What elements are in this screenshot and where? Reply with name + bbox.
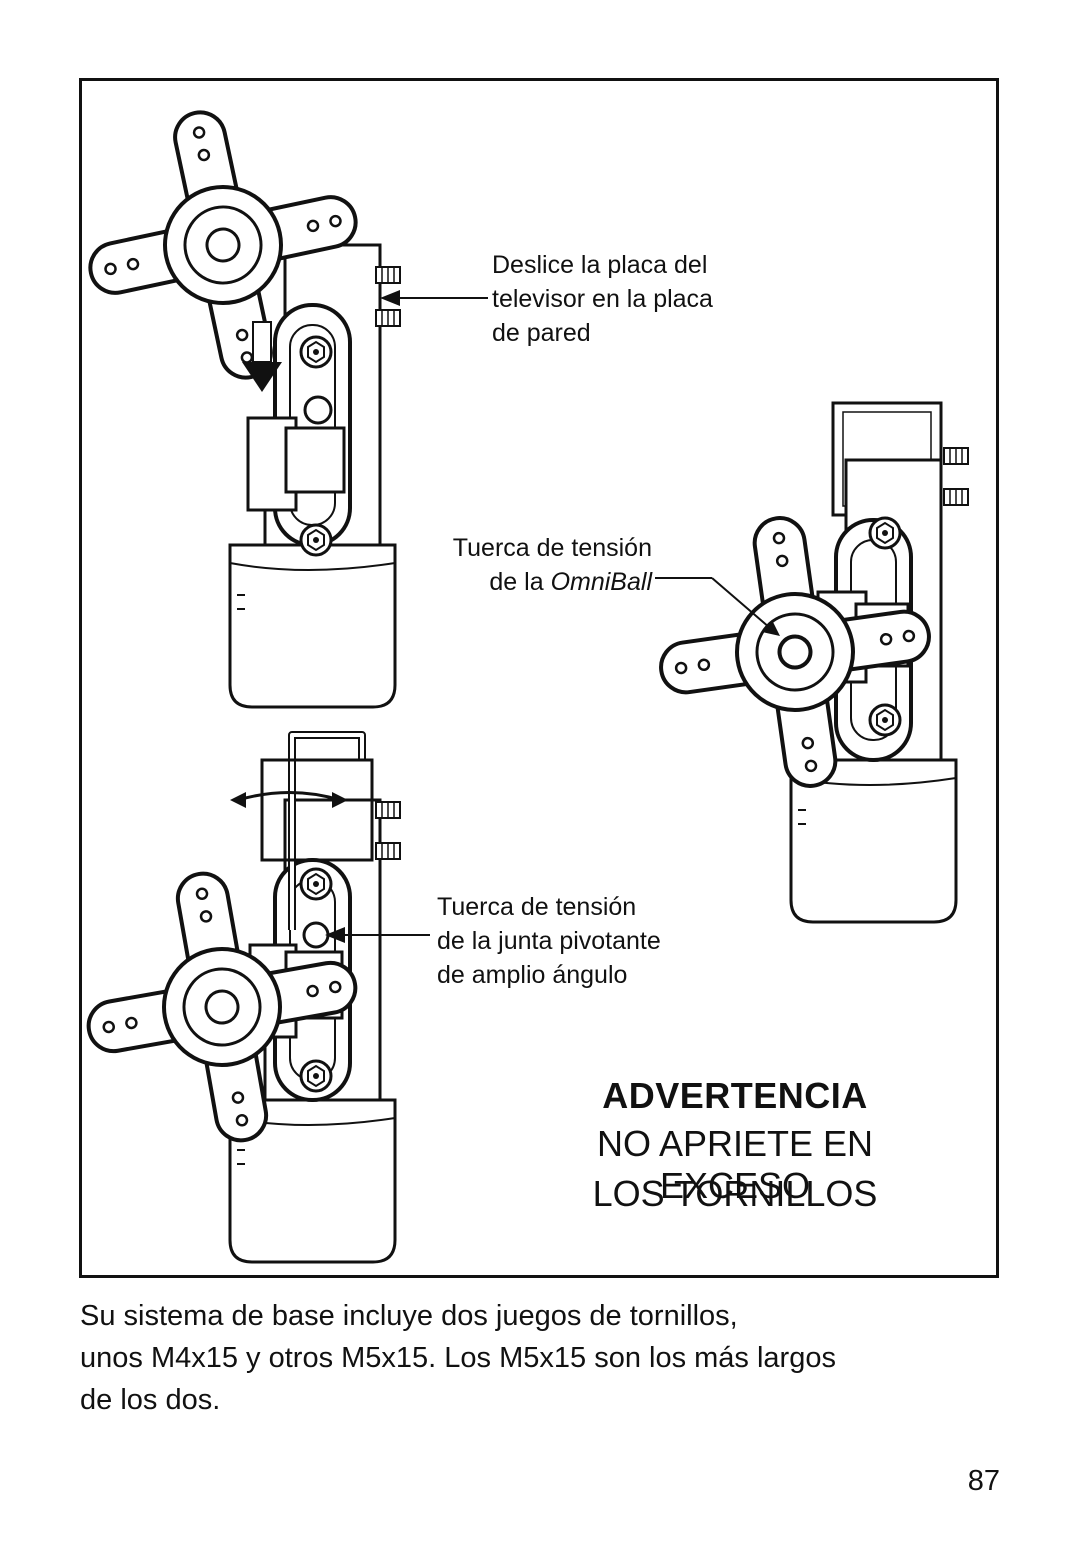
slide-callout-line-2: televisor en la placa: [492, 285, 713, 313]
omniball-brand: OmniBall: [550, 568, 652, 596]
pivot-callout-line-2: de la junta pivotante: [437, 927, 661, 955]
slide-callout: Deslice la placa del televisor en la pla…: [492, 248, 713, 350]
warning-line-1: NO APRIETE EN EXCESO: [596, 1123, 874, 1206]
pivot-callout: Tuerca de tensión de la junta pivotante …: [437, 890, 661, 992]
slide-diagram: [60, 82, 488, 709]
omniball-callout-prefix: de la: [489, 568, 551, 596]
slide-callout-line-1: Deslice la placa del: [492, 251, 708, 279]
warning-title: ADVERTENCIA: [602, 1075, 868, 1116]
pivot-diagram: [63, 731, 430, 1264]
illustration-frame: [79, 78, 999, 1278]
page-number: 87: [967, 1465, 1000, 1497]
body-paragraph: Su sistema de base incluye dos juegos de…: [80, 1295, 1020, 1421]
pivot-callout-line-3: de amplio ángulo: [437, 961, 628, 989]
body-line-3: de los dos.: [80, 1384, 221, 1416]
body-line-2: unos M4x15 y otros M5x15. Los M5x15 son …: [80, 1342, 836, 1374]
omniball-callout: Tuerca de tensión de la OmniBall: [430, 531, 652, 599]
omniball-callout-line-1: Tuerca de tensión: [452, 534, 652, 562]
warning-line-2: LOS TORNILLOS: [592, 1173, 878, 1214]
omniball-callout-line-2: de la OmniBall: [430, 565, 652, 599]
omniball-diagram: [640, 401, 969, 924]
pivot-callout-line-1: Tuerca de tensión: [437, 893, 637, 921]
slide-callout-line-3: de pared: [492, 319, 591, 347]
body-line-1: Su sistema de base incluye dos juegos de…: [80, 1300, 738, 1332]
